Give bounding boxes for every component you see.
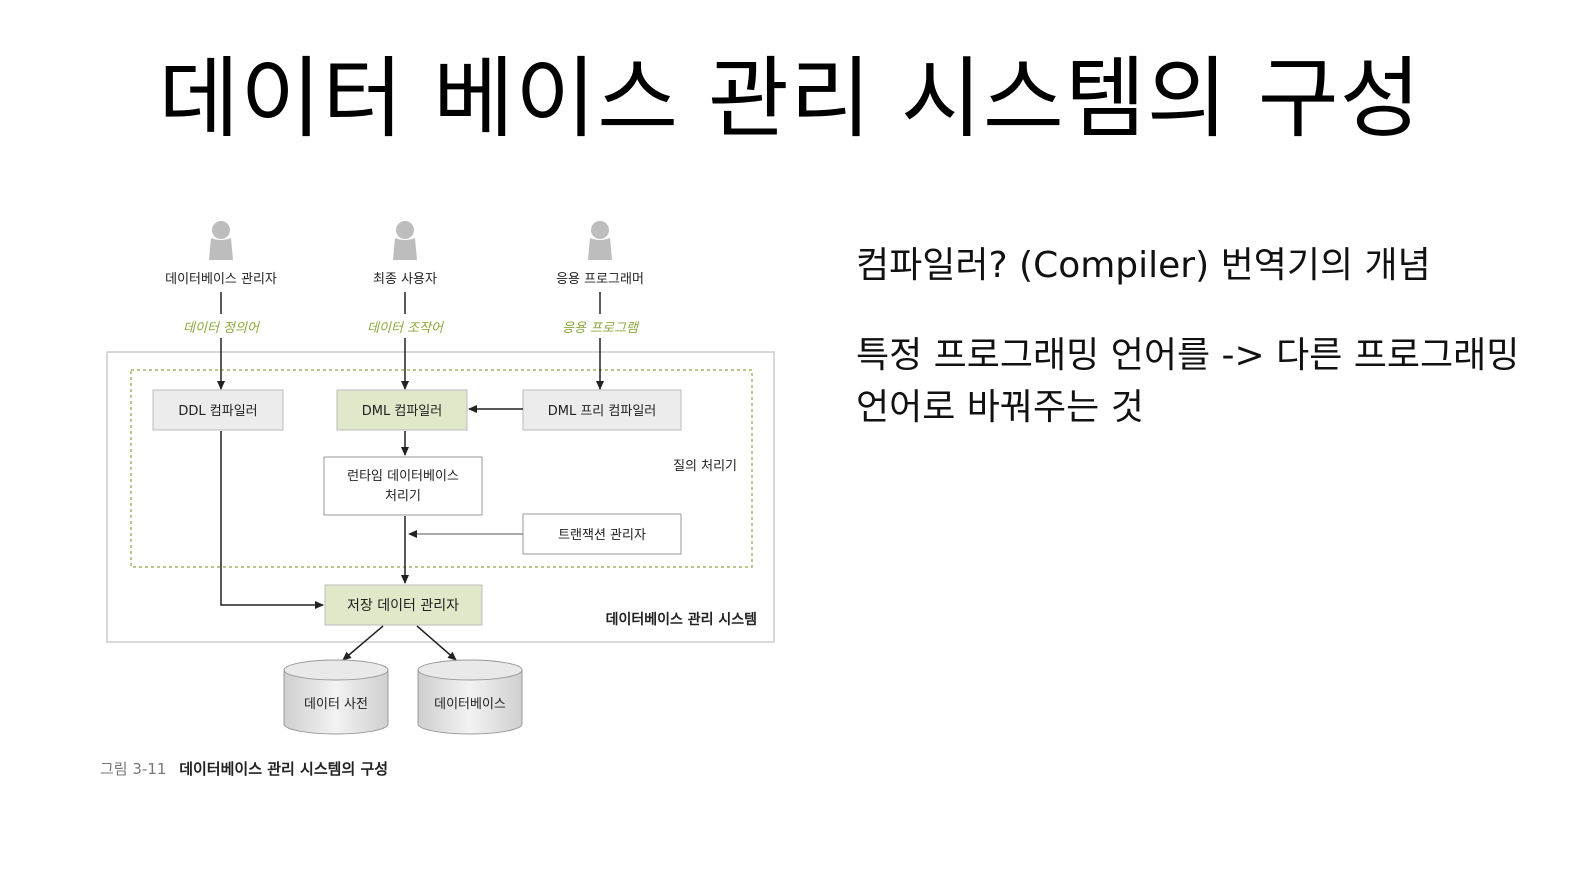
dml-precompiler-box	[522, 389, 682, 431]
dbms-label: 데이터베이스 관리 시스템	[606, 611, 757, 628]
user-label-dba: 데이터베이스 관리자	[165, 272, 277, 287]
query-processor-boundary	[130, 369, 753, 568]
dml-precompiler-label: DML 프리 컴파일러	[548, 404, 657, 419]
end-user-person-icon	[393, 221, 417, 260]
language-label-app-program: 응용 프로그램	[562, 321, 640, 336]
slide-title: 데이터 베이스 관리 시스템의 구성	[158, 47, 1422, 150]
user-label-programmer: 응용 프로그래머	[556, 272, 644, 287]
runtime-processor-box	[323, 456, 483, 516]
query-processor-label: 질의 처리기	[673, 459, 737, 474]
dml-compiler-box	[336, 389, 468, 431]
dml-compiler-label: DML 컴파일러	[362, 404, 442, 419]
dbms-diagram: 데이터베이스 관리자 최종 사용자 응용 프로그래머 데이터 정의어 데이터 조…	[106, 221, 775, 735]
storage-manager-box	[324, 584, 483, 626]
runtime-processor-label-1: 런타임 데이터베이스	[347, 469, 459, 484]
notes: 컴파일러? (Compiler) 번역기의 개념 특정 프로그래밍 언어를 ->…	[856, 240, 1556, 434]
user-label-end-user: 최종 사용자	[373, 272, 437, 287]
storage-manager-label: 저장 데이터 관리자	[347, 598, 459, 614]
transaction-manager-label: 트랜잭션 관리자	[558, 528, 646, 543]
database-label: 데이터베이스	[434, 697, 506, 712]
note-compiler-definition: 컴파일러? (Compiler) 번역기의 개념	[856, 245, 1431, 286]
note-compiler-explanation-2: 언어로 바꿔주는 것	[856, 387, 1144, 428]
runtime-processor-label-2: 처리기	[385, 489, 421, 504]
language-label-ddl: 데이터 정의어	[183, 321, 261, 336]
figure-caption-text: 데이터베이스 관리 시스템의 구성	[179, 760, 389, 778]
figure-caption: 그림 3-11 데이터베이스 관리 시스템의 구성	[100, 758, 388, 779]
note-compiler-explanation-1: 특정 프로그래밍 언어를 -> 다른 프로그래밍	[856, 335, 1520, 376]
ddl-to-storage-arrow	[220, 431, 324, 609]
language-label-dml: 데이터 조작어	[367, 321, 445, 336]
storage-to-database-arrow	[416, 625, 457, 661]
programmer-person-icon	[588, 221, 612, 260]
ddl-compiler-box	[152, 389, 284, 431]
dba-person-icon	[209, 221, 233, 260]
ddl-compiler-label: DDL 컴파일러	[178, 404, 257, 419]
database-cylinder	[417, 659, 523, 735]
transaction-manager-box	[522, 513, 682, 555]
figure-number: 그림 3-11	[100, 760, 167, 778]
data-dictionary-label: 데이터 사전	[304, 697, 368, 712]
data-dictionary-cylinder	[283, 659, 389, 735]
storage-to-dictionary-arrow	[342, 625, 384, 661]
